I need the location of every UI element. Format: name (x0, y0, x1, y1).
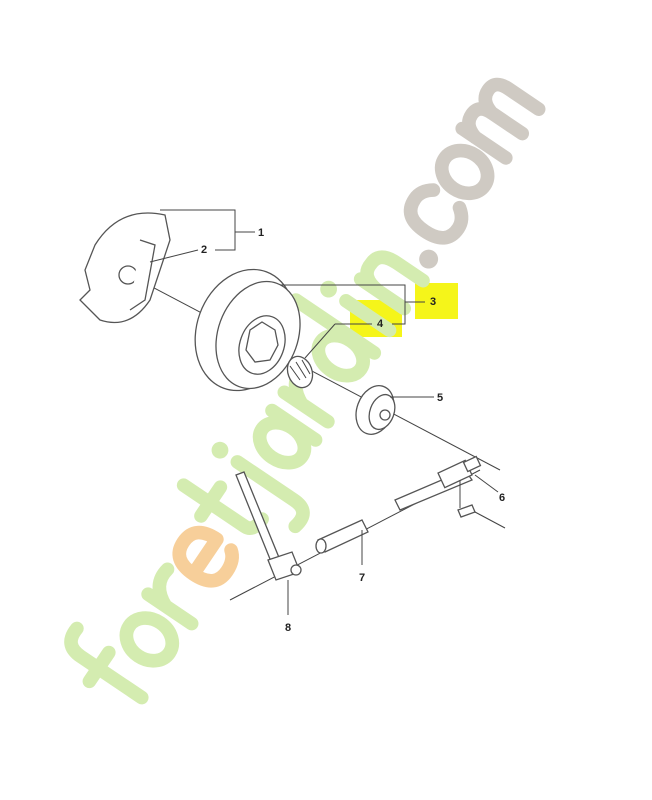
needle-bearing-part (286, 355, 314, 389)
lever-part (235, 471, 302, 581)
clutch-drum-part (194, 268, 301, 392)
callout-5: 5 (437, 392, 443, 404)
callout-3: 3 (430, 296, 436, 308)
sleeve-part (315, 519, 369, 554)
callout-6: 6 (499, 492, 505, 504)
callout-4: 4 (377, 318, 384, 330)
callout-1: 1 (258, 227, 264, 239)
watermark-logo (64, 77, 546, 705)
clutch-part (79, 212, 171, 324)
callout-8: 8 (285, 622, 291, 634)
callout-7: 7 (359, 572, 365, 584)
worm-gear-part (355, 385, 396, 435)
highlight-box-3 (415, 283, 458, 319)
pump-shaft-part (394, 455, 506, 529)
callout-2: 2 (201, 244, 207, 256)
